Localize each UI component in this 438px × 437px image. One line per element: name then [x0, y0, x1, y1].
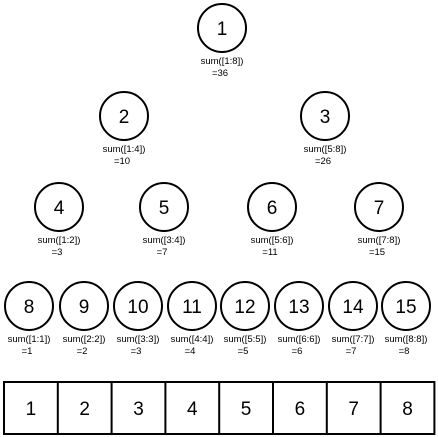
tree-node-2: 2 sum([1:4])=10 — [99, 91, 149, 167]
node-number: 8 — [24, 297, 35, 318]
array-cell-value: 5 — [241, 399, 252, 420]
node-sum-range: sum([7:7]) — [332, 334, 375, 345]
array-cell-value: 7 — [348, 399, 359, 420]
array-cell-8: 8 — [379, 382, 413, 434]
node-sum-range: sum([2:2]) — [63, 334, 106, 345]
node-circle — [99, 91, 149, 141]
node-number: 4 — [54, 198, 65, 219]
tree-node-10: 10 sum([3:3])=3 — [113, 281, 163, 357]
node-number: 6 — [267, 198, 278, 219]
tree-node-5: 5 sum([3:4])=7 — [139, 182, 189, 258]
node-number: 7 — [374, 198, 385, 219]
node-sum-range: sum([5:5]) — [224, 334, 267, 345]
array-cell-4: 4 — [164, 382, 198, 434]
node-circle — [197, 3, 247, 53]
node-circle — [381, 281, 431, 331]
node-circle — [274, 281, 324, 331]
node-sum-range: sum([1:4]) — [103, 144, 146, 155]
node-sum-value: =15 — [369, 247, 385, 258]
tree-node-1: 1 sum([1:8])=36 — [197, 3, 247, 79]
node-circle — [354, 182, 404, 232]
node-number: 13 — [288, 297, 309, 318]
node-sum-value: =26 — [315, 156, 331, 167]
node-sum-value: =11 — [262, 247, 277, 258]
tree-node-7: 7 sum([7:8])=15 — [354, 182, 404, 258]
array-cell-6: 6 — [272, 382, 306, 434]
node-sum-range: sum([1:8]) — [201, 56, 244, 67]
node-sum-value: =4 — [185, 346, 196, 357]
node-circle — [220, 281, 270, 331]
node-number: 10 — [127, 297, 148, 318]
array-cell-value: 6 — [295, 399, 306, 420]
node-sum-value: =5 — [238, 346, 249, 357]
node-sum-value: =6 — [292, 346, 303, 357]
node-sum-value: =3 — [131, 346, 142, 357]
array-cell-value: 8 — [402, 399, 413, 420]
node-sum-range: sum([1:1]) — [8, 334, 51, 345]
node-sum-value: =36 — [212, 68, 228, 79]
array-cell-5: 5 — [218, 382, 252, 434]
node-number: 15 — [395, 297, 416, 318]
node-circle — [34, 182, 84, 232]
node-sum-range: sum([5:8]) — [304, 144, 347, 155]
node-number: 3 — [320, 107, 331, 128]
tree-node-3: 3 sum([5:8])=26 — [300, 91, 350, 167]
node-number: 14 — [342, 297, 364, 318]
node-sum-range: sum([3:3]) — [117, 334, 160, 345]
array-cell-1: 1 — [26, 399, 37, 420]
node-circle — [139, 182, 189, 232]
node-circle — [300, 91, 350, 141]
tree-node-8: 8 sum([1:1])=1 — [4, 281, 54, 357]
node-sum-value: =7 — [157, 247, 168, 258]
node-sum-value: =1 — [22, 346, 33, 357]
tree-node-11: 11 sum([4:4])=4 — [167, 281, 217, 357]
node-circle — [59, 281, 109, 331]
node-circle — [4, 281, 54, 331]
array-cell-2: 2 — [56, 382, 90, 434]
tree-node-14: 14 sum([7:7])=7 — [328, 281, 378, 357]
node-sum-range: sum([6:6]) — [278, 334, 321, 345]
tree-nodes: 1sum([1:8])=362sum([1:4])=103sum([5:8])=… — [4, 3, 431, 357]
node-sum-value: =3 — [52, 247, 63, 258]
node-sum-value: =10 — [114, 156, 130, 167]
node-circle — [247, 182, 297, 232]
node-sum-range: sum([4:4]) — [171, 334, 214, 345]
node-number: 1 — [217, 19, 228, 40]
node-sum-range: sum([5:6]) — [251, 235, 294, 246]
array-cell-3: 3 — [110, 382, 144, 434]
node-number: 12 — [234, 297, 255, 318]
array-row: 1 2 3 4 5 6 7 8 — [3, 381, 436, 435]
node-number: 2 — [119, 107, 130, 128]
array-cell-value: 2 — [79, 399, 90, 420]
array-cell-7: 7 — [325, 382, 359, 434]
tree-node-6: 6 sum([5:6])=11 — [247, 182, 297, 258]
tree-node-15: 15 sum([8:8])=8 — [381, 281, 431, 357]
array-cell-value: 3 — [133, 399, 144, 420]
node-number: 9 — [79, 297, 90, 318]
tree-node-4: 4 sum([1:2])=3 — [34, 182, 84, 258]
node-sum-value: =7 — [346, 346, 357, 357]
array-cell-value: 1 — [26, 399, 37, 420]
tree-node-13: 13 sum([6:6])=6 — [274, 281, 324, 357]
node-sum-range: sum([3:4]) — [143, 235, 186, 246]
node-circle — [328, 281, 378, 331]
node-sum-value: =2 — [77, 346, 88, 357]
array-cell-value: 4 — [187, 399, 198, 420]
node-sum-range: sum([7:8]) — [358, 235, 401, 246]
node-sum-value: =8 — [399, 346, 410, 357]
tree-node-9: 9 sum([2:2])=2 — [59, 281, 109, 357]
node-sum-range: sum([8:8]) — [385, 334, 428, 345]
node-number: 5 — [159, 198, 170, 219]
node-circle — [113, 281, 163, 331]
node-sum-range: sum([1:2]) — [38, 235, 81, 246]
node-number: 11 — [182, 297, 202, 318]
node-circle — [167, 281, 217, 331]
tree-node-12: 12 sum([5:5])=5 — [220, 281, 270, 357]
